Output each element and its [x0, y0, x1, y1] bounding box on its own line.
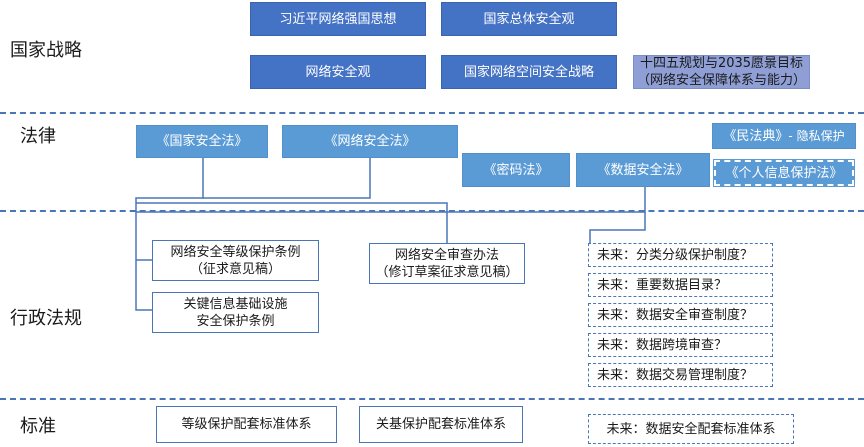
row-label-strategy: 国家战略 [10, 40, 82, 61]
connector-dsl-to-future [589, 212, 646, 243]
box-future-classification: 未来：分类分级保护制度？ [588, 243, 773, 267]
box-14th-plan: 十四五规划与2035愿景目标 （网络安全保障体系与能力） [633, 55, 810, 89]
civil-code-title: 《民法典》 [723, 128, 789, 144]
box-mlps-standards: 等级保护配套标准体系 [156, 406, 337, 443]
plan-line-2: （网络安全保障体系与能力） [636, 73, 806, 88]
box-future-data-review: 未来：数据安全审查制度？ [588, 303, 773, 327]
mlps-line-2: （征求意见稿） [189, 261, 281, 277]
box-crypto-law: 《密码法》 [462, 153, 570, 187]
box-cii-regulation: 关键信息基础设施 安全保护条例 [152, 292, 319, 333]
box-national-security-view: 国家总体安全观 [441, 2, 617, 36]
row-label-standard: 标准 [20, 416, 56, 437]
row-label-regulation: 行政法规 [10, 308, 82, 329]
cii-line-2: 安全保护条例 [196, 313, 275, 329]
civil-code-note: - 隐私保护 [788, 128, 845, 143]
cii-line-1: 关键信息基础设施 [183, 296, 288, 312]
box-cybersecurity-law: 《网络安全法》 [282, 125, 458, 158]
divider-strategy-law [0, 112, 864, 114]
box-data-security-standards: 未来：数据安全配套标准体系 [588, 414, 794, 444]
row-label-law: 法律 [20, 126, 56, 147]
box-cii-standards: 关基保护配套标准体系 [359, 406, 523, 443]
connector-dsl-join [136, 187, 646, 213]
review-line-2: （修订草案征求意见稿） [375, 264, 519, 280]
connector-nsl-to-cii [135, 158, 204, 311]
box-mlps-regulation: 网络安全等级保护条例 （征求意见稿） [152, 240, 319, 281]
connector-to-review [136, 202, 448, 243]
box-future-data-trading: 未来：数据交易管理制度？ [588, 363, 773, 387]
plan-line-1: 十四五规划与2035愿景目标 [639, 56, 804, 71]
divider-regulation-standard [0, 398, 864, 400]
box-security-review-measures: 网络安全审查办法 （修订草案征求意见稿） [369, 243, 525, 284]
box-xi-thought: 习近平网络强国思想 [250, 2, 426, 36]
box-cyberspace-strategy: 国家网络空间安全战略 [441, 55, 617, 89]
mlps-line-1: 网络安全等级保护条例 [170, 244, 301, 260]
connector-csl-join [203, 158, 371, 199]
box-future-cross-border: 未来：数据跨境审查？ [588, 333, 773, 357]
box-pipl: 《个人信息保护法》 [713, 159, 855, 187]
box-civil-code: 《民法典》 - 隐私保护 [712, 123, 856, 149]
divider-law-regulation [0, 210, 864, 212]
box-cyber-security-view: 网络安全观 [250, 55, 426, 89]
box-future-important-data: 未来：重要数据目录？ [588, 273, 773, 297]
box-data-security-law: 《数据安全法》 [576, 153, 710, 187]
box-national-security-law: 《国家安全法》 [136, 125, 268, 158]
review-line-1: 网络安全审查办法 [394, 247, 499, 263]
